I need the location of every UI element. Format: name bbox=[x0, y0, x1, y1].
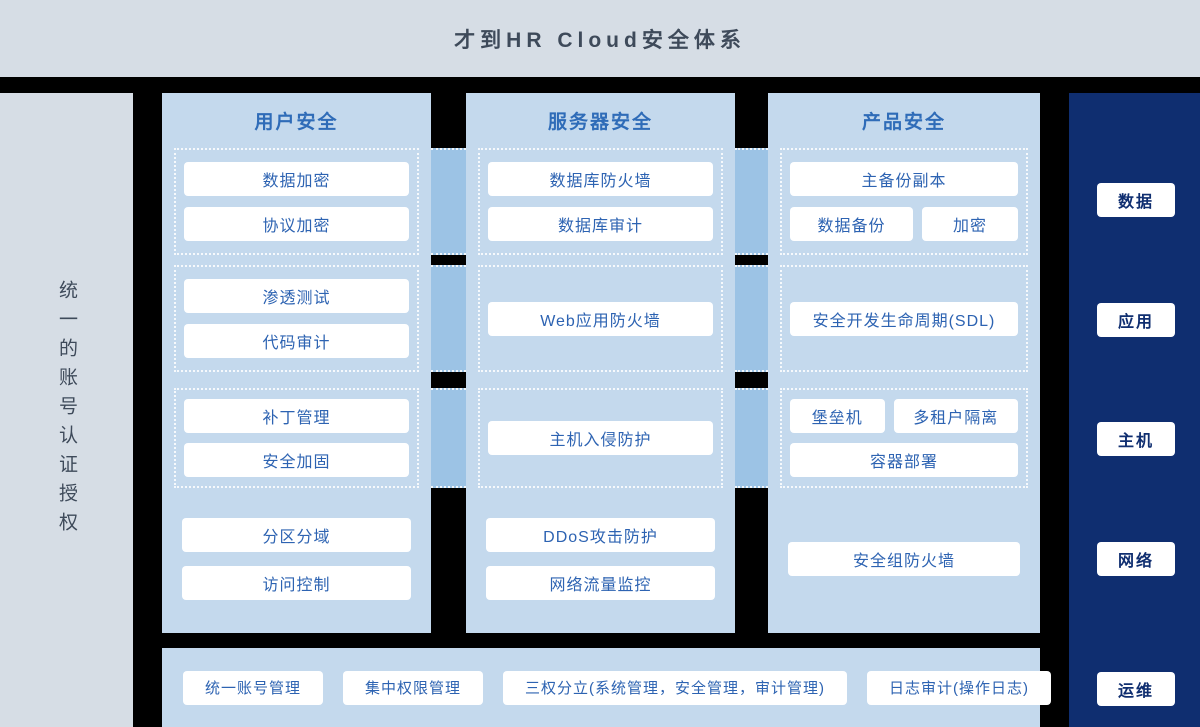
rail-badge-host: 主机 bbox=[1097, 422, 1175, 456]
column-server-security: 服务器安全 数据库防火墙 数据库审计 Web应用防火墙 主机入侵防护 DDoS攻… bbox=[466, 93, 735, 633]
item-card: 加密 bbox=[921, 207, 1018, 242]
bottom-item-card: 日志审计(操作日志) bbox=[867, 670, 1052, 705]
group-row-app: Web应用防火墙 bbox=[478, 265, 723, 372]
item-card: 网络流量监控 bbox=[486, 566, 715, 600]
group-row-data: 数据加密 协议加密 bbox=[174, 148, 419, 255]
page-header: 才到HR Cloud安全体系 bbox=[0, 0, 1200, 77]
connector-band bbox=[735, 148, 768, 255]
item-card: 数据库审计 bbox=[488, 207, 713, 242]
item-card: Web应用防火墙 bbox=[488, 301, 713, 336]
card-pair: 堡垒机 多租户隔离 bbox=[790, 399, 1018, 434]
item-card: 代码审计 bbox=[184, 324, 409, 359]
connector-band bbox=[735, 388, 768, 488]
item-card: 堡垒机 bbox=[790, 399, 885, 434]
item-card: 渗透测试 bbox=[184, 278, 409, 313]
group-row-host: 主机入侵防护 bbox=[478, 388, 723, 488]
connector-band bbox=[431, 148, 466, 255]
group-row-host: 堡垒机 多租户隔离 容器部署 bbox=[780, 388, 1028, 488]
item-card: 容器部署 bbox=[790, 442, 1018, 477]
rail-badge-operations: 运维 bbox=[1097, 672, 1175, 706]
right-rail: 数据 应用 主机 网络 运维 bbox=[1069, 93, 1200, 727]
bottom-bar: 统一账号管理 集中权限管理 三权分立(系统管理，安全管理，审计管理) 日志审计(… bbox=[162, 648, 1052, 727]
bottom-item-card: 三权分立(系统管理，安全管理，审计管理) bbox=[503, 670, 848, 705]
item-card: 安全加固 bbox=[184, 442, 409, 477]
item-card: 主机入侵防护 bbox=[488, 421, 713, 455]
column-user-security: 用户安全 数据加密 协议加密 渗透测试 代码审计 补丁管理 安全加固 分区分域 … bbox=[162, 93, 431, 633]
item-card: 安全开发生命周期(SDL) bbox=[790, 301, 1018, 336]
group-row-data: 数据库防火墙 数据库审计 bbox=[478, 148, 723, 255]
group-row-host: 补丁管理 安全加固 bbox=[174, 388, 419, 488]
column-header: 产品安全 bbox=[861, 112, 946, 133]
connector-band bbox=[431, 388, 466, 488]
item-card: DDoS攻击防护 bbox=[486, 518, 715, 552]
left-rail-label: 统一的账号认证授权 bbox=[56, 279, 77, 541]
item-card: 数据库防火墙 bbox=[488, 161, 713, 196]
item-card: 数据加密 bbox=[184, 161, 409, 196]
item-card: 补丁管理 bbox=[184, 399, 409, 434]
bottom-item-card: 集中权限管理 bbox=[343, 670, 484, 705]
group-row-network: 分区分域 访问控制 bbox=[182, 497, 411, 633]
item-card: 多租户隔离 bbox=[893, 399, 1018, 434]
group-row-network: 安全组防火墙 bbox=[788, 497, 1020, 633]
connector-band bbox=[735, 265, 768, 372]
bottom-item-card: 统一账号管理 bbox=[183, 670, 324, 705]
column-product-security: 产品安全 主备份副本 数据备份 加密 安全开发生命周期(SDL) 堡垒机 多租户… bbox=[768, 93, 1040, 633]
group-row-app: 渗透测试 代码审计 bbox=[174, 265, 419, 372]
rail-badge-application: 应用 bbox=[1097, 303, 1175, 337]
item-card: 主备份副本 bbox=[790, 161, 1018, 196]
group-row-data: 主备份副本 数据备份 加密 bbox=[780, 148, 1028, 255]
item-card: 安全组防火墙 bbox=[788, 542, 1020, 576]
group-row-network: DDoS攻击防护 网络流量监控 bbox=[486, 497, 715, 633]
rail-badge-network: 网络 bbox=[1097, 542, 1175, 576]
page-title: 才到HR Cloud安全体系 bbox=[454, 28, 746, 52]
item-card: 数据备份 bbox=[790, 207, 913, 242]
item-card: 协议加密 bbox=[184, 207, 409, 242]
group-row-app: 安全开发生命周期(SDL) bbox=[780, 265, 1028, 372]
item-card: 分区分域 bbox=[182, 518, 411, 552]
connector-band bbox=[431, 265, 466, 372]
card-pair: 数据备份 加密 bbox=[790, 207, 1018, 242]
column-header: 服务器安全 bbox=[547, 112, 653, 133]
rail-badge-data: 数据 bbox=[1097, 183, 1175, 217]
left-rail: 统一的账号认证授权 bbox=[0, 93, 133, 727]
item-card: 访问控制 bbox=[182, 566, 411, 600]
column-header: 用户安全 bbox=[254, 112, 339, 133]
